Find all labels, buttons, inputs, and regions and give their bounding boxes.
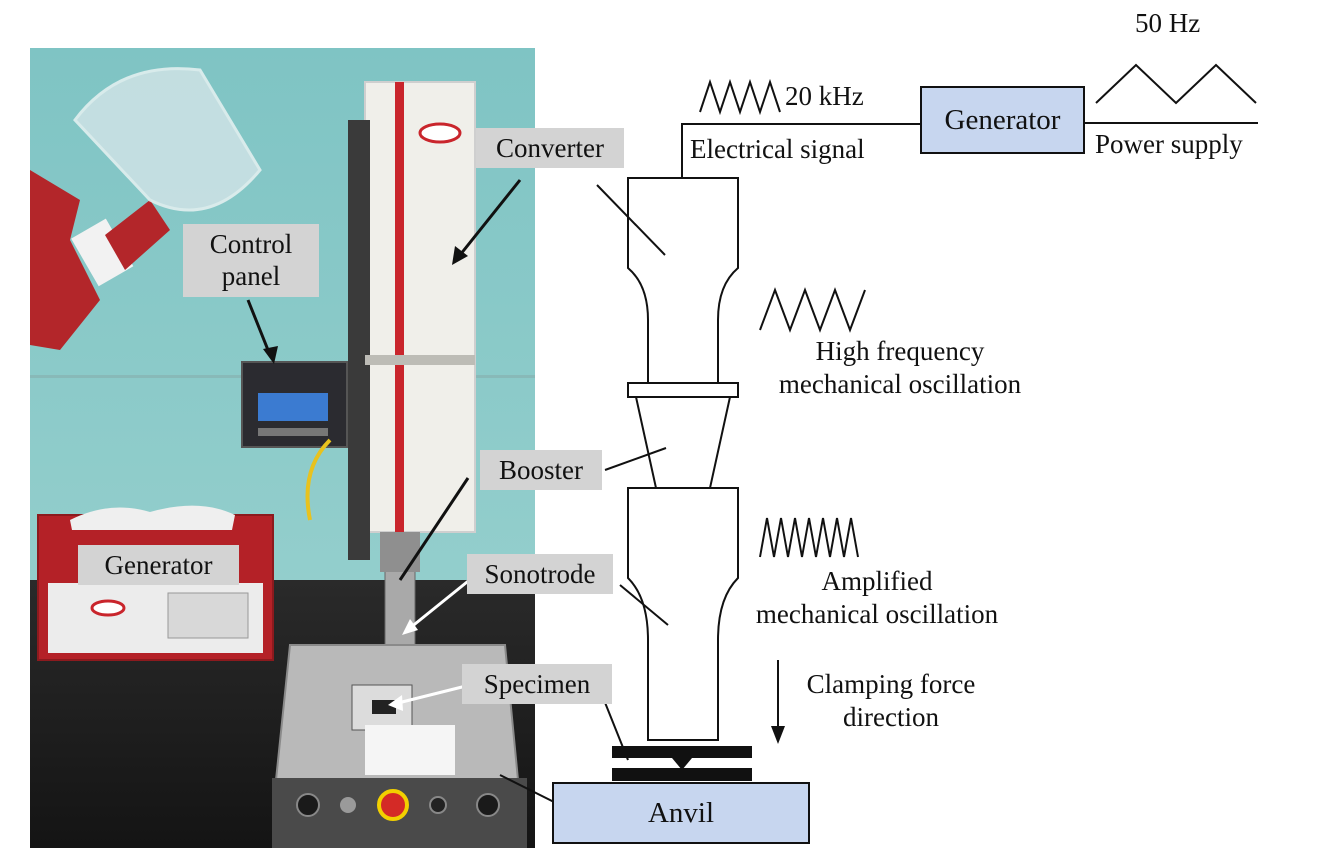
leader-anvil <box>499 774 561 806</box>
amplified-oscillation-label: Amplified mechanical oscillation <box>755 566 999 629</box>
supply-frequency-label: 50 Hz <box>1135 8 1201 38</box>
control-panel-keys <box>258 428 328 436</box>
arrow-converter <box>458 179 522 256</box>
cloth-on-generator <box>70 505 235 530</box>
sonotrode-outline <box>627 487 739 741</box>
sonotrode-part <box>384 569 416 651</box>
label-generator-photo: Generator <box>78 545 239 586</box>
clamping-arrow-head <box>771 726 785 744</box>
yellow-cable <box>305 438 332 521</box>
paper-sheet <box>365 725 455 775</box>
robot-arm-joint <box>71 218 134 287</box>
label-specimen: Specimen <box>462 664 612 705</box>
clamping-force-label: Clamping force direction <box>806 669 976 732</box>
generator-logo <box>90 599 126 617</box>
wave-50hz <box>1095 63 1257 105</box>
label-booster: Booster <box>480 450 602 491</box>
leader-converter <box>596 184 666 256</box>
weld-tip <box>672 758 692 770</box>
label-control-panel: Control panel <box>183 224 319 297</box>
booster-part <box>380 532 420 572</box>
generator-controls <box>167 592 249 639</box>
power-supply-label: Power supply <box>1095 129 1243 159</box>
indicator-light <box>340 797 356 813</box>
generator-box: Generator <box>920 86 1085 154</box>
specimen-part <box>372 700 396 714</box>
signal-wire <box>681 123 920 178</box>
arrow-control-panel <box>246 299 272 356</box>
wave-amplified <box>759 517 859 558</box>
column-post <box>348 120 370 560</box>
booster-outline <box>634 396 732 489</box>
wave-20khz <box>699 78 781 116</box>
converter-outline <box>627 177 739 384</box>
high-frequency-oscillation-label: High frequency mechanical oscillation <box>778 336 1022 399</box>
arrow-control-panel-head <box>263 346 278 364</box>
anvil-box: Anvil <box>552 782 810 844</box>
arrow-converter-head <box>452 246 468 265</box>
converter-housing <box>364 81 476 533</box>
signal-frequency-label: 20 kHz <box>785 81 864 111</box>
arrow-specimen <box>397 684 467 705</box>
robot-arm-upper <box>105 200 170 270</box>
label-converter: Converter <box>476 128 624 169</box>
control-panel-screen <box>258 393 328 421</box>
arrow-booster-pointer <box>398 477 470 581</box>
arrow-sonotrode <box>409 576 473 630</box>
converter-stripe <box>395 82 404 532</box>
specimen-lower-plate <box>612 768 752 781</box>
flange <box>627 382 739 398</box>
emergency-stop-button <box>377 789 409 821</box>
arrow-specimen-head <box>388 695 403 711</box>
schematic-drawing <box>499 63 1258 806</box>
robot-arm <box>30 170 100 350</box>
leader-booster <box>604 447 667 471</box>
wave-high-frequency <box>759 287 866 333</box>
start-button-right <box>476 793 500 817</box>
column-shadow <box>365 355 475 365</box>
specimen-upper-plate <box>612 746 752 758</box>
brand-logo <box>418 122 462 144</box>
start-button-left <box>296 793 320 817</box>
electrical-signal-label: Electrical signal <box>690 134 865 164</box>
transparent-gripper <box>73 67 262 212</box>
leader-sonotrode <box>619 584 669 626</box>
key-switch <box>429 796 447 814</box>
arrow-sonotrode-head <box>402 619 418 635</box>
label-sonotrode: Sonotrode <box>467 554 613 595</box>
